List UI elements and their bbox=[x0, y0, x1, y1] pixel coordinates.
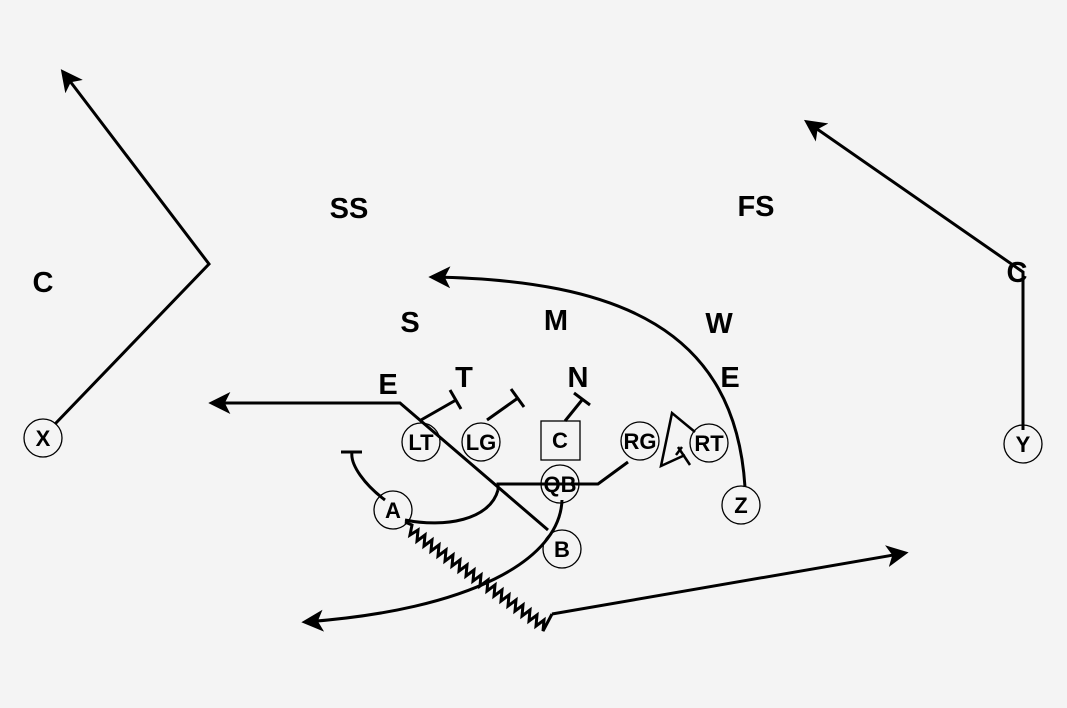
route-a-loop bbox=[350, 451, 386, 502]
defense-w: W bbox=[705, 308, 733, 340]
route-x bbox=[53, 69, 211, 426]
route-b bbox=[301, 499, 564, 632]
label-b: B bbox=[554, 537, 570, 562]
offense-x[interactable]: X bbox=[23, 418, 63, 458]
offense-rg[interactable]: RG bbox=[620, 421, 660, 461]
defense-e-right: E bbox=[720, 362, 739, 394]
offense-y[interactable]: Y bbox=[1003, 424, 1043, 464]
route-a-motion bbox=[404, 520, 554, 632]
offense-z[interactable]: Z bbox=[721, 485, 761, 525]
route-y bbox=[803, 119, 1025, 430]
offense-b[interactable]: B bbox=[542, 529, 582, 569]
defense-ss: SS bbox=[330, 193, 369, 225]
label-rt: RT bbox=[694, 431, 724, 456]
offense-rt[interactable]: RT bbox=[689, 423, 729, 463]
defense-n: N bbox=[568, 362, 589, 394]
defense-e-left: E bbox=[378, 369, 397, 401]
label-z: Z bbox=[734, 493, 747, 518]
route-qb bbox=[496, 460, 629, 490]
block-rt-pass-set bbox=[659, 410, 696, 469]
route-lt-pull bbox=[208, 392, 549, 532]
offense-center[interactable]: C bbox=[540, 420, 581, 461]
label-rg: RG bbox=[624, 429, 657, 454]
block-lg bbox=[486, 388, 526, 422]
label-lt: LT bbox=[408, 430, 434, 455]
offense-lt[interactable]: LT bbox=[401, 422, 441, 462]
route-z bbox=[428, 266, 747, 488]
defense-fs: FS bbox=[737, 191, 774, 223]
route-a-flat bbox=[551, 545, 909, 616]
label-qb: QB bbox=[544, 472, 577, 497]
defense-c-right: C bbox=[1007, 257, 1028, 289]
block-lt bbox=[420, 389, 463, 422]
label-x: X bbox=[36, 426, 51, 451]
offense-lg[interactable]: LG bbox=[461, 422, 501, 462]
label-a: A bbox=[385, 498, 401, 523]
label-lg: LG bbox=[466, 430, 497, 455]
route-qb-curve bbox=[404, 489, 500, 525]
label-y: Y bbox=[1016, 432, 1031, 457]
label-center: C bbox=[552, 428, 568, 453]
defense-s: S bbox=[400, 307, 419, 339]
offense-a[interactable]: A bbox=[373, 490, 413, 530]
block-c bbox=[563, 391, 591, 422]
defense-m: M bbox=[544, 305, 568, 337]
defense-c-left: C bbox=[33, 267, 54, 299]
offense-qb[interactable]: QB bbox=[540, 464, 580, 504]
defense-t: T bbox=[455, 362, 473, 394]
